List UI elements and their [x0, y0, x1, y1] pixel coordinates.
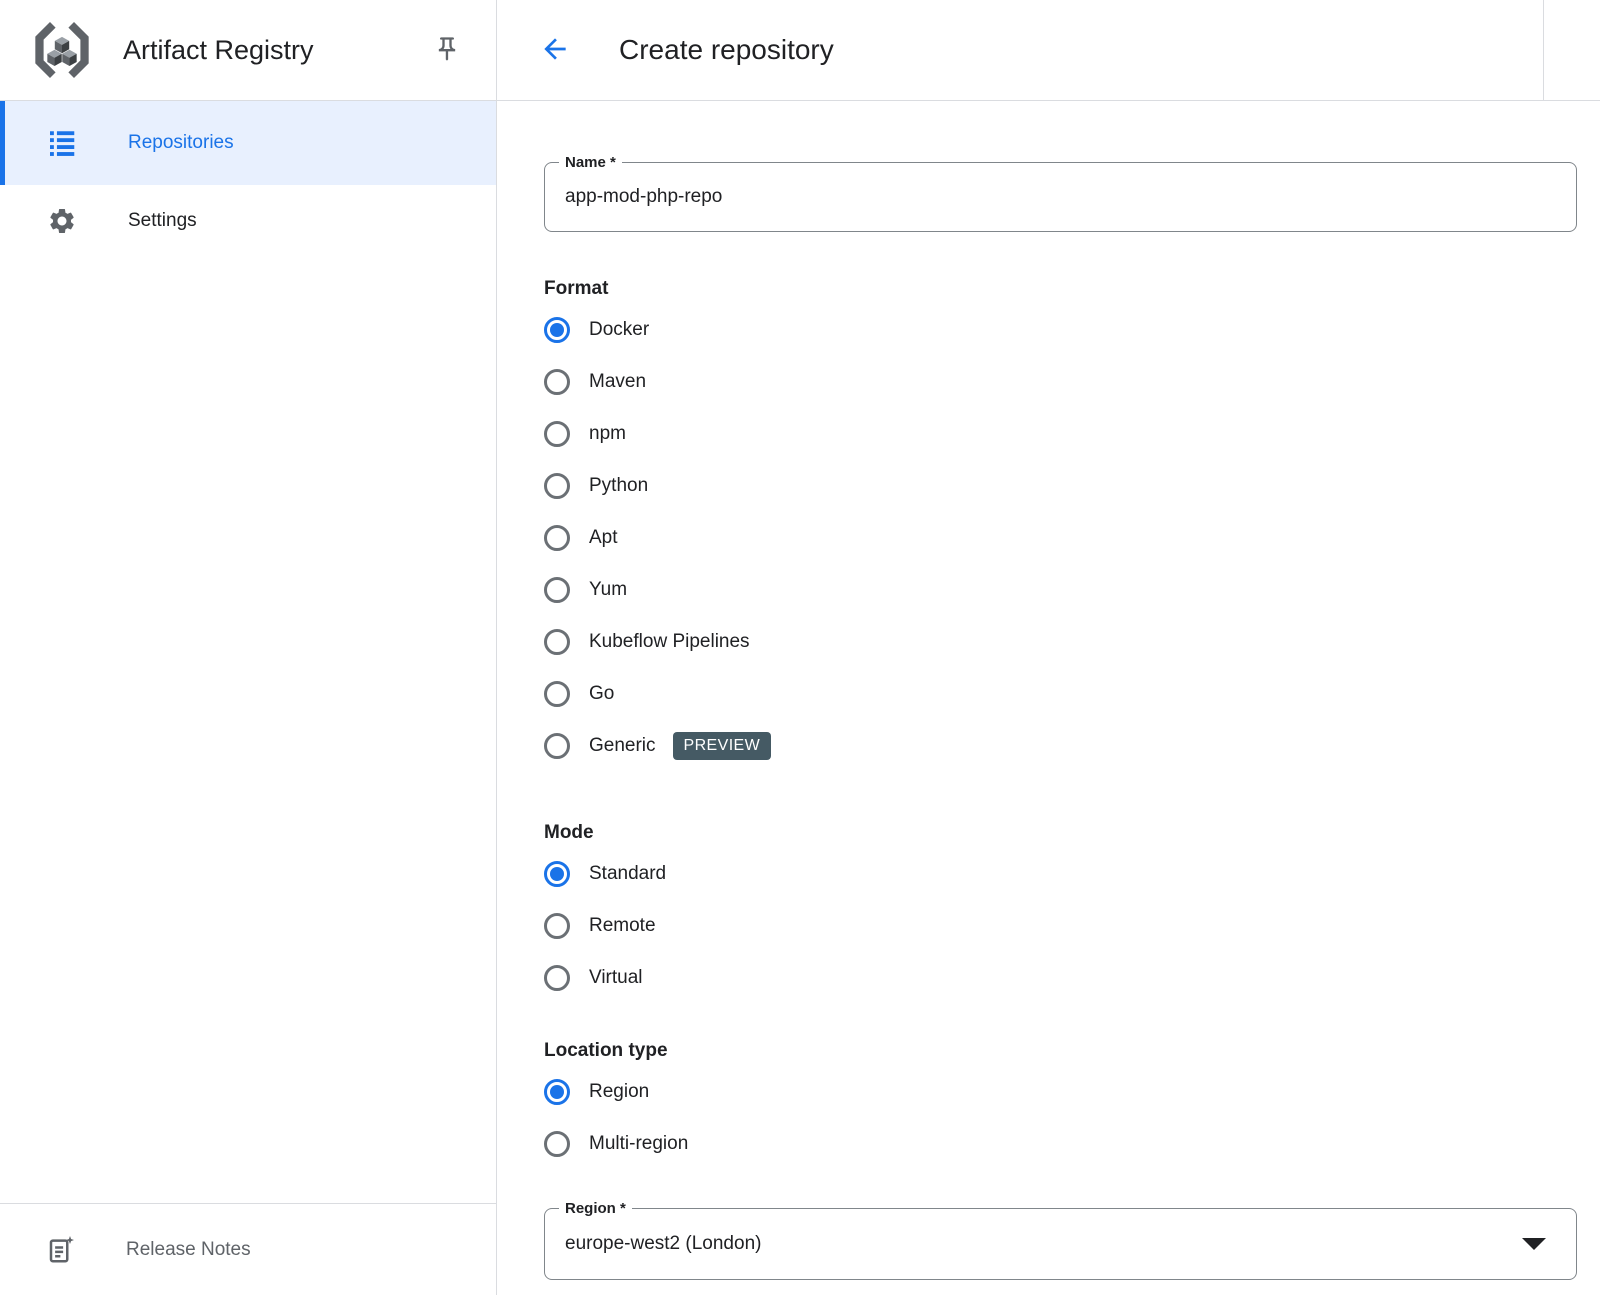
- sidebar-header: Artifact Registry: [0, 0, 496, 101]
- radio-button[interactable]: [544, 369, 570, 395]
- radio-option[interactable]: Generic PREVIEW: [544, 720, 1600, 772]
- radio-option[interactable]: Standard: [544, 848, 1600, 900]
- radio-option[interactable]: Region: [544, 1066, 1600, 1118]
- location-type-section-label: Location type: [544, 1040, 668, 1061]
- back-arrow-icon: [539, 33, 571, 68]
- radio-button[interactable]: [544, 913, 570, 939]
- radio-label: Kubeflow Pipelines: [589, 631, 750, 652]
- mode-radio-group: Standard Remote Virtual: [544, 848, 1600, 1004]
- radio-label: Python: [589, 475, 649, 496]
- radio-button[interactable]: [544, 577, 570, 603]
- region-select-value: europe-west2 (London): [565, 1233, 762, 1254]
- mode-section-label: Mode: [544, 822, 594, 843]
- location-type-radio-group: Region Multi-region: [544, 1066, 1600, 1170]
- mode-section: Mode Standard Remote: [544, 822, 1600, 1004]
- radio-button[interactable]: [544, 473, 570, 499]
- sidebar-nav: Repositories Settings: [0, 101, 496, 257]
- radio-option[interactable]: Kubeflow Pipelines: [544, 616, 1600, 668]
- radio-label: npm: [589, 423, 626, 444]
- radio-button[interactable]: [544, 965, 570, 991]
- radio-button[interactable]: [544, 525, 570, 551]
- radio-option[interactable]: Apt: [544, 512, 1600, 564]
- header-divider: [1543, 0, 1544, 100]
- radio-label: Standard: [589, 863, 667, 884]
- gear-icon: [46, 205, 78, 237]
- product-title: Artifact Registry: [123, 34, 314, 65]
- radio-option[interactable]: Docker: [544, 304, 1600, 356]
- radio-button[interactable]: [544, 733, 570, 759]
- location-type-section: Location type Region Multi-region: [544, 1040, 1600, 1170]
- radio-button[interactable]: [544, 421, 570, 447]
- release-notes-icon: [46, 1235, 76, 1265]
- radio-button[interactable]: [544, 1131, 570, 1157]
- list-icon: [46, 127, 78, 159]
- radio-label: Remote: [589, 915, 656, 936]
- sidebar-item-repositories[interactable]: Repositories: [0, 101, 496, 185]
- radio-label: Generic: [589, 735, 656, 756]
- radio-label: Maven: [589, 371, 647, 392]
- sidebar: Artifact Registry: [0, 0, 497, 1295]
- pin-button[interactable]: [432, 32, 462, 68]
- radio-label: Apt: [589, 527, 618, 548]
- radio-button[interactable]: [544, 861, 570, 887]
- name-field[interactable]: Name *: [544, 153, 1577, 232]
- radio-option[interactable]: Python: [544, 460, 1600, 512]
- radio-option[interactable]: Maven: [544, 356, 1600, 408]
- radio-label: Go: [589, 683, 615, 704]
- release-notes-label: Release Notes: [126, 1238, 251, 1260]
- radio-label: Docker: [589, 319, 650, 340]
- sidebar-item-label: Settings: [128, 210, 197, 231]
- radio-label: Yum: [589, 579, 628, 600]
- page-header: Create repository: [497, 0, 1600, 101]
- pin-icon: [433, 35, 461, 66]
- region-select[interactable]: Region * europe-west2 (London): [544, 1199, 1577, 1280]
- preview-badge: PREVIEW: [672, 732, 772, 760]
- back-button[interactable]: [539, 34, 571, 66]
- radio-option[interactable]: Multi-region: [544, 1118, 1600, 1170]
- region-field-label: Region *: [559, 1199, 632, 1219]
- artifact-registry-logo-icon: [30, 22, 94, 78]
- radio-button[interactable]: [544, 317, 570, 343]
- format-radio-group: Docker Maven npm: [544, 304, 1600, 772]
- radio-option[interactable]: Virtual: [544, 952, 1600, 1004]
- sidebar-item-settings[interactable]: Settings: [0, 185, 496, 257]
- radio-option[interactable]: npm: [544, 408, 1600, 460]
- format-section: Format Docker Maven: [544, 278, 1600, 772]
- page-title: Create repository: [619, 34, 834, 65]
- radio-label: Region: [589, 1081, 650, 1102]
- sidebar-item-label: Repositories: [128, 132, 234, 153]
- name-input[interactable]: [545, 163, 1576, 231]
- radio-label: Multi-region: [589, 1133, 689, 1154]
- dropdown-arrow-icon: [1522, 1238, 1546, 1250]
- radio-button[interactable]: [544, 629, 570, 655]
- radio-button[interactable]: [544, 1079, 570, 1105]
- create-repository-form: Name * Format Docker: [497, 153, 1600, 1280]
- radio-option[interactable]: Remote: [544, 900, 1600, 952]
- radio-button[interactable]: [544, 681, 570, 707]
- format-section-label: Format: [544, 278, 609, 299]
- radio-label: Virtual: [589, 967, 643, 988]
- release-notes-link[interactable]: Release Notes: [0, 1203, 496, 1295]
- radio-option[interactable]: Yum: [544, 564, 1600, 616]
- main-panel: Create repository Name * Format Docker: [497, 0, 1600, 1295]
- name-field-label: Name *: [559, 153, 622, 173]
- radio-option[interactable]: Go: [544, 668, 1600, 720]
